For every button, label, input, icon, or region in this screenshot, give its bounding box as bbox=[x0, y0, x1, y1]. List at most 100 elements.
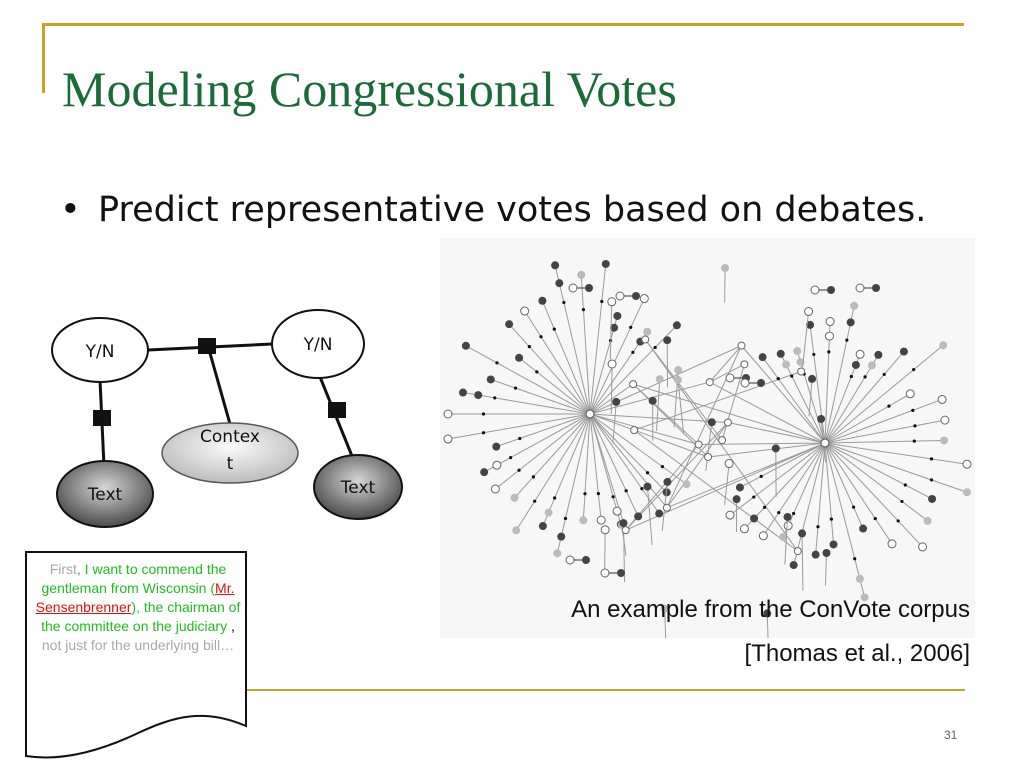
network-node bbox=[726, 374, 734, 382]
bottom-rule bbox=[245, 689, 965, 691]
network-node bbox=[724, 419, 731, 426]
network-node bbox=[812, 353, 815, 356]
network-node bbox=[505, 320, 513, 328]
network-node bbox=[480, 468, 488, 476]
network-node bbox=[613, 312, 621, 320]
network-node bbox=[863, 375, 866, 378]
network-node bbox=[545, 509, 553, 517]
bullet-text: Predict representative votes based on de… bbox=[98, 190, 926, 230]
network-node bbox=[617, 569, 625, 577]
network-node bbox=[632, 292, 640, 300]
network-node bbox=[557, 533, 565, 541]
network-node bbox=[655, 510, 663, 518]
network-hub-node bbox=[821, 439, 829, 447]
network-node bbox=[493, 396, 496, 399]
network-node bbox=[553, 327, 556, 330]
network-node bbox=[553, 496, 556, 499]
network-node bbox=[850, 375, 853, 378]
network-node bbox=[482, 431, 485, 434]
network-node bbox=[911, 409, 914, 412]
network-node bbox=[629, 326, 632, 329]
network-node bbox=[656, 375, 664, 383]
network-node bbox=[738, 342, 745, 349]
network-node bbox=[514, 386, 517, 389]
network-node bbox=[608, 298, 616, 306]
network-node bbox=[900, 348, 908, 356]
network-node bbox=[673, 321, 681, 329]
network-node bbox=[725, 460, 733, 468]
network-node bbox=[760, 475, 763, 478]
network-node bbox=[763, 506, 766, 509]
network-node bbox=[631, 427, 638, 434]
figure-caption: An example from the ConVote corpus bbox=[571, 596, 970, 624]
network-node bbox=[757, 379, 765, 387]
network-node bbox=[597, 516, 605, 524]
network-node bbox=[616, 292, 624, 300]
network-node bbox=[868, 361, 876, 369]
network-node bbox=[509, 456, 512, 459]
network-node bbox=[517, 469, 520, 472]
network-node bbox=[906, 390, 914, 398]
network-node bbox=[532, 475, 535, 478]
network-node bbox=[793, 347, 801, 355]
network-node bbox=[493, 461, 501, 469]
network-node bbox=[772, 444, 780, 452]
network-node bbox=[487, 375, 495, 383]
network-node bbox=[602, 260, 610, 268]
network-hub-node bbox=[586, 410, 594, 418]
network-node bbox=[640, 295, 648, 303]
top-rule bbox=[42, 23, 964, 26]
network-node bbox=[674, 366, 682, 374]
network-node bbox=[847, 318, 855, 326]
network-node bbox=[811, 286, 819, 294]
network-node bbox=[646, 471, 649, 474]
factor-node bbox=[328, 402, 346, 418]
factor-node bbox=[198, 338, 216, 354]
network-node bbox=[777, 511, 780, 514]
edge-context bbox=[208, 346, 230, 424]
network-node bbox=[827, 286, 835, 294]
network-node bbox=[794, 548, 801, 555]
network-node bbox=[613, 507, 621, 515]
network-node bbox=[474, 391, 482, 399]
network-node bbox=[900, 500, 903, 503]
network-node bbox=[812, 551, 820, 559]
network-node bbox=[521, 307, 529, 315]
network-node bbox=[856, 575, 864, 583]
network-node bbox=[661, 465, 664, 468]
network-node bbox=[625, 489, 628, 492]
network-node bbox=[555, 279, 563, 287]
network-node bbox=[897, 519, 900, 522]
network-node bbox=[695, 441, 702, 448]
snippet-comma: , bbox=[227, 618, 235, 634]
network-node bbox=[553, 549, 561, 557]
network-node bbox=[726, 511, 734, 519]
bullet-item: •Predict representative votes based on d… bbox=[60, 190, 926, 230]
network-node bbox=[585, 284, 593, 292]
network-node bbox=[759, 353, 767, 361]
network-node bbox=[444, 410, 452, 418]
text-left-label: Text bbox=[87, 485, 123, 505]
network-node bbox=[643, 328, 651, 336]
network-node bbox=[459, 389, 467, 397]
network-node bbox=[940, 437, 948, 445]
context-label-line1: Contex bbox=[200, 427, 260, 447]
page-number: 31 bbox=[944, 728, 957, 742]
network-node bbox=[852, 506, 855, 509]
network-node bbox=[642, 336, 649, 343]
network-node bbox=[631, 351, 634, 354]
network-node bbox=[740, 525, 748, 533]
network-node bbox=[784, 522, 792, 530]
network-node bbox=[601, 526, 609, 534]
network-node bbox=[963, 460, 971, 468]
network-node bbox=[792, 512, 795, 515]
network-node bbox=[539, 335, 542, 338]
network-node bbox=[612, 398, 620, 406]
network-node bbox=[928, 495, 936, 503]
network-node bbox=[511, 494, 519, 502]
left-rule bbox=[42, 23, 45, 93]
network-node bbox=[719, 437, 726, 444]
network-node bbox=[963, 488, 971, 496]
network-node bbox=[822, 549, 830, 557]
factor-node bbox=[93, 410, 111, 426]
